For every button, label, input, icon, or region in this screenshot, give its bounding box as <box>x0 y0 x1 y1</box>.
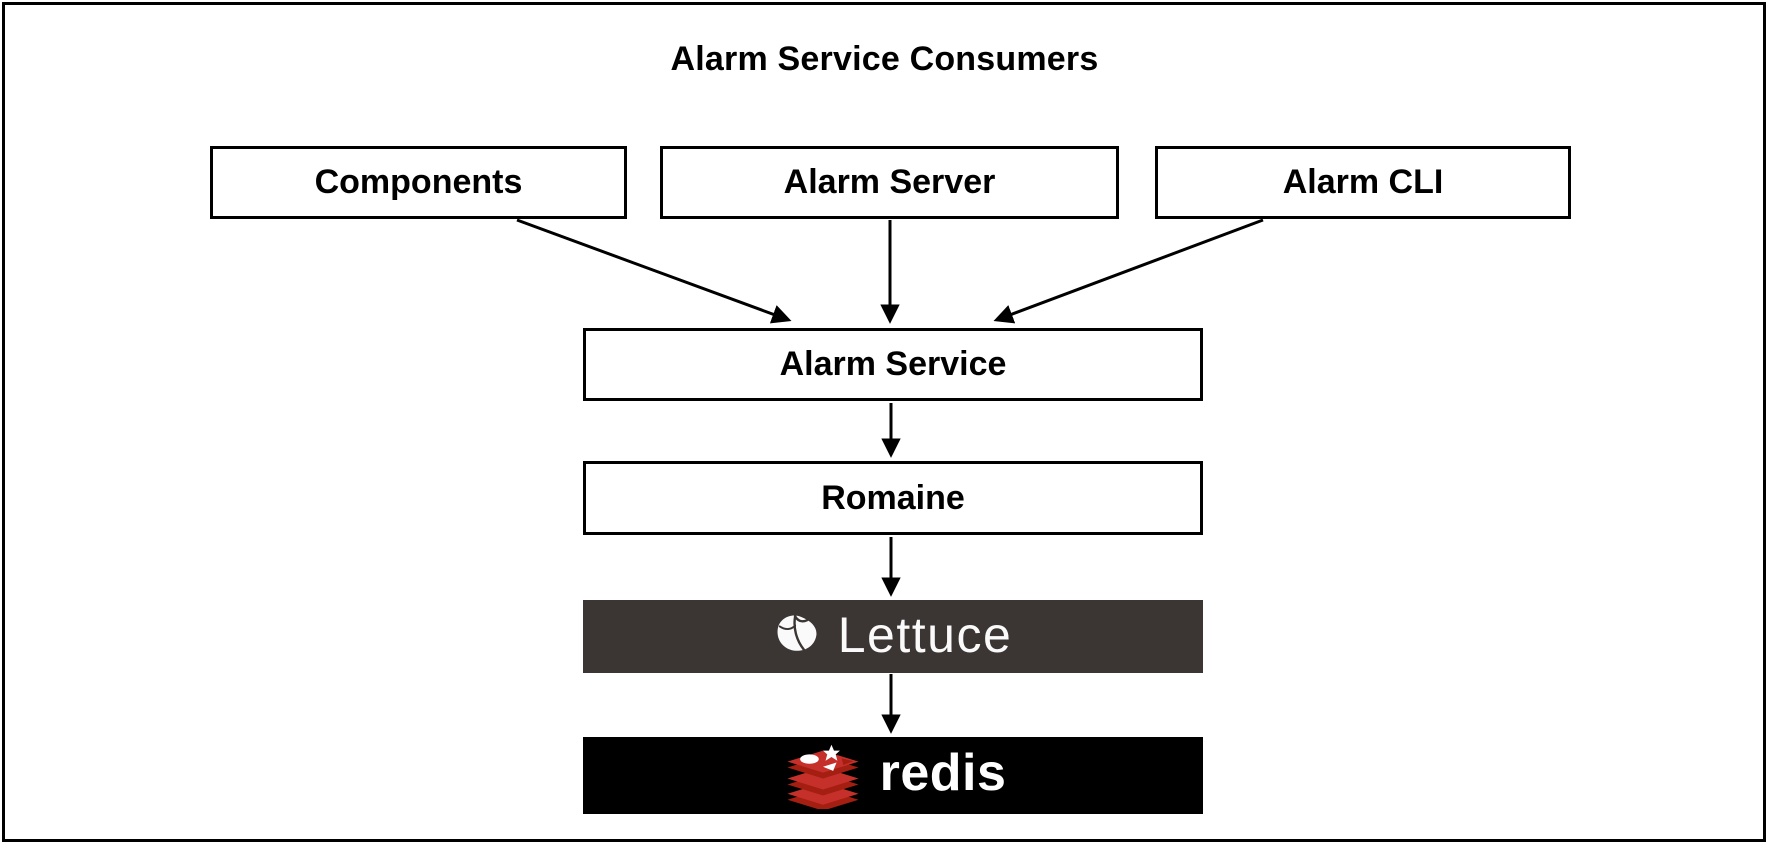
node-redis: redis <box>583 737 1203 814</box>
node-romaine: Romaine <box>583 461 1203 535</box>
node-components-label: Components <box>314 163 523 201</box>
node-redis-label: redis <box>879 743 1007 802</box>
node-romaine-label: Romaine <box>821 478 965 517</box>
node-alarm-server: Alarm Server <box>660 146 1119 219</box>
lettuce-flower-icon <box>777 614 817 651</box>
node-components: Components <box>210 146 627 219</box>
node-lettuce: Lettuce <box>583 600 1203 673</box>
node-alarm-service: Alarm Service <box>583 328 1203 401</box>
redis-logo-icon <box>787 744 859 809</box>
diagram-title: Alarm Service Consumers <box>670 40 1099 78</box>
node-alarm-service-label: Alarm Service <box>779 345 1007 383</box>
node-alarm-server-label: Alarm Server <box>783 163 996 201</box>
node-alarm-cli-label: Alarm CLI <box>1282 163 1444 201</box>
node-alarm-cli: Alarm CLI <box>1155 146 1571 219</box>
node-lettuce-label: Lettuce <box>837 606 1013 663</box>
